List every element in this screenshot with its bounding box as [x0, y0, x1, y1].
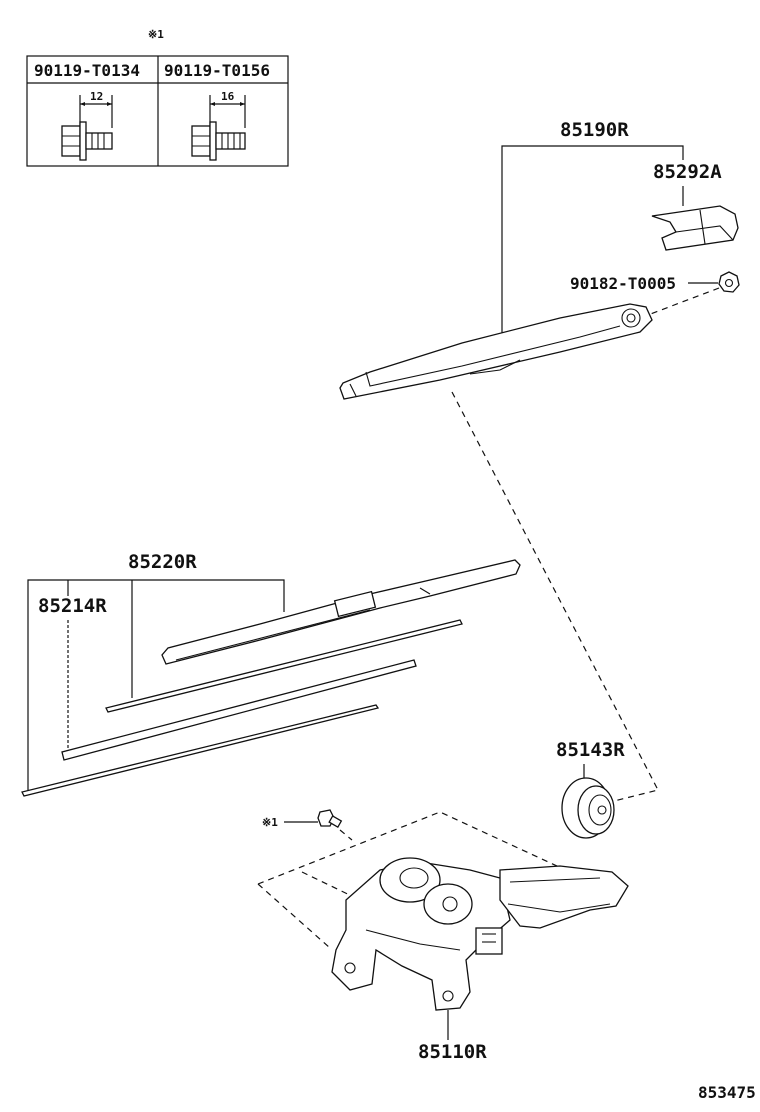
label-nut: 90182-T0005 [570, 274, 676, 293]
wiper-blade-group: 85220R 85214R [21, 551, 521, 797]
label-arm: 85190R [560, 119, 629, 141]
bolt-icon [317, 809, 343, 828]
nut-icon [718, 271, 740, 293]
bolt-icon: 12 [61, 90, 113, 161]
diagram-id: 853475 [698, 1083, 756, 1102]
motor-bolt-group: ※1 [262, 809, 353, 841]
label-blade: 85220R [128, 551, 197, 573]
arm-cap-icon [651, 205, 739, 251]
blade-rubber-strips [21, 619, 463, 797]
table-part-no-1: 90119-T0134 [34, 61, 140, 80]
table-part-no-2: 90119-T0156 [164, 61, 270, 80]
pivot-cover-group: 85143R [556, 739, 625, 839]
leader-arm [501, 145, 684, 334]
label-pivot-cover: 85143R [556, 739, 625, 761]
fastener-table: ※1 90119-T0134 90119-T0156 12 [26, 28, 289, 167]
wiper-motor-icon [331, 857, 629, 1011]
arm-pivot-dash [451, 391, 659, 803]
wiper-motor-group: 85110R [257, 811, 629, 1063]
wiper-arm-group: 85190R 85292A 90182-T0005 [339, 119, 740, 400]
nut-leader-dash [639, 287, 720, 319]
pivot-cover-icon [561, 777, 615, 839]
label-rubber: 85214R [38, 595, 107, 617]
wiper-blade-icon [161, 559, 521, 665]
motor-dash-top [257, 811, 571, 885]
label-bolt-mark: ※1 [262, 816, 278, 829]
label-cap: 85292A [653, 161, 722, 183]
table-mark: ※1 [148, 28, 164, 41]
label-motor: 85110R [418, 1041, 487, 1063]
leader-blade [27, 579, 285, 790]
dimension-2: 16 [221, 90, 235, 103]
wiper-arm-icon [339, 303, 653, 400]
bolt-icon: 16 [191, 90, 246, 161]
dimension-1: 12 [90, 90, 103, 103]
